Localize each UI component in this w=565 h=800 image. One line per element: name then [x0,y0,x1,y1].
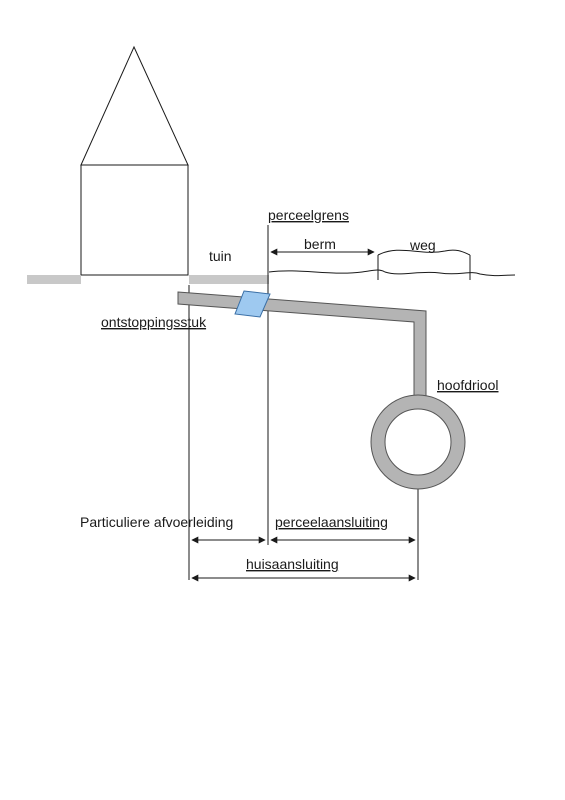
label-weg: weg [409,237,436,253]
label-ontstoppingsstuk: ontstoppingsstuk [101,314,207,330]
label-hoofdriool: hoofdriool [437,377,499,393]
cleanout-fitting [234,290,271,318]
house [80,45,189,276]
house-body [80,164,189,276]
label-berm: berm [304,236,336,252]
label-huisaansluiting: huisaansluiting [246,556,339,572]
label-perceelgrens: perceelgrens [268,207,349,223]
main-sewer [371,395,465,489]
ground-line-road [268,269,516,277]
label-perceelaansluiting: perceelaansluiting [275,514,388,530]
label-tuin: tuin [209,248,232,264]
house-roof [80,45,189,166]
main-sewer-outline-outer [370,394,466,490]
ground-surface-garden [189,275,269,284]
ground-surface-left [27,275,81,284]
main-sewer-outline-inner [384,408,452,476]
label-particuliere-afvoerleiding: Particuliere afvoerleiding [80,514,233,530]
sewer-pipe [177,291,427,398]
weg-top-line [377,249,471,256]
